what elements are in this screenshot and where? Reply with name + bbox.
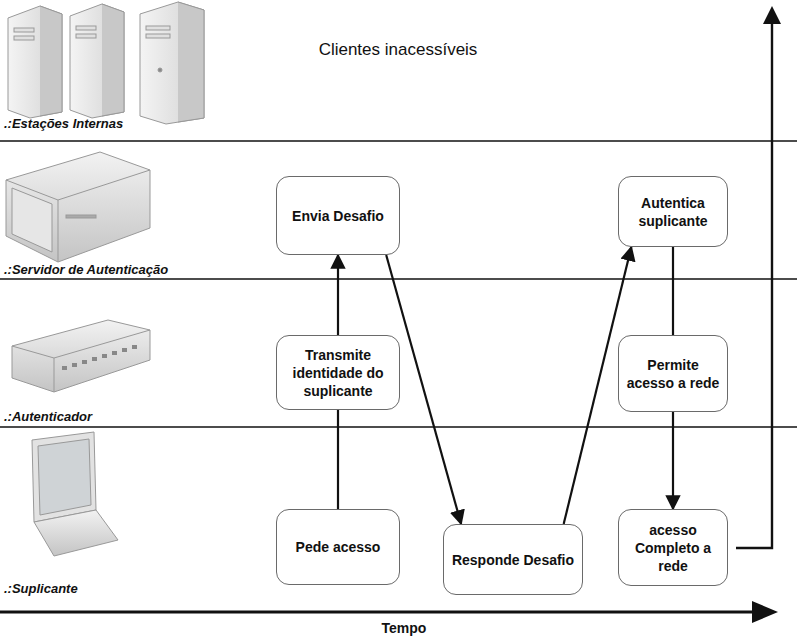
- flow-arrow: [672, 412, 674, 509]
- laptop: [32, 432, 118, 556]
- box-text: Envia Desafio: [292, 207, 384, 225]
- lane-label: .:Estações Internas: [4, 116, 123, 131]
- lane-label: .:Suplicante: [4, 581, 78, 596]
- process-box: Transmite identidade do suplicante: [276, 335, 400, 410]
- access-arrow: [736, 22, 772, 548]
- time-axis: [0, 611, 770, 614]
- switch-device: [12, 320, 150, 392]
- auth-server-device: [6, 152, 150, 262]
- lane-line: [0, 141, 797, 427]
- flow-arrow: [672, 247, 674, 335]
- lane-label: .:Autenticador: [4, 409, 92, 424]
- caption-text: Clientes inacessíveis: [319, 40, 478, 60]
- box-text: Transmite identidade do suplicante: [283, 346, 393, 400]
- box-text: Autentica suplicante: [625, 194, 721, 230]
- flow-arrow: [337, 410, 339, 509]
- axis-label: Tempo: [382, 620, 427, 636]
- box-text: Pede acesso: [296, 538, 381, 556]
- server-towers: [8, 2, 204, 124]
- process-box: Permite acesso a rede: [618, 335, 728, 412]
- lane-label: .:Servidor de Autenticação: [4, 262, 168, 277]
- process-box: acesso Completo a rede: [618, 509, 728, 586]
- process-box: Pede acesso: [276, 509, 400, 585]
- process-box: Responde Desafio: [443, 524, 583, 595]
- box-text: Permite acesso a rede: [625, 356, 721, 392]
- time-arrowhead: [752, 601, 778, 623]
- process-box: Autentica suplicante: [618, 176, 728, 247]
- box-text: acesso Completo a rede: [625, 521, 721, 575]
- access-arrowhead: [763, 6, 781, 24]
- flow-arrow: [337, 255, 339, 335]
- box-text: Responde Desafio: [452, 551, 574, 569]
- process-box: Envia Desafio: [276, 176, 400, 255]
